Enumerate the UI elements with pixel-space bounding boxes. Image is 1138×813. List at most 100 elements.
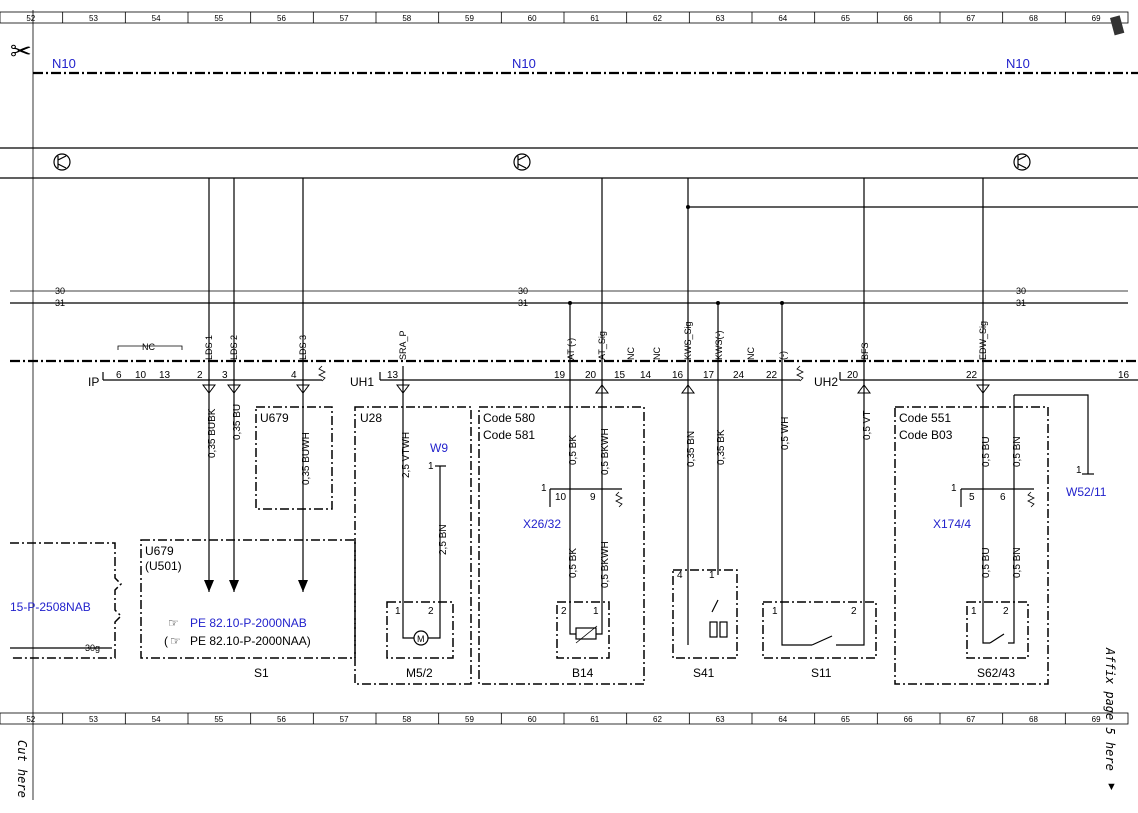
b14-sensor: 2 1 (556, 601, 610, 659)
svg-text:0,5 BN: 0,5 BN (1012, 547, 1023, 578)
n10-label-3: N10 (1006, 56, 1030, 71)
code-580-block (478, 406, 645, 685)
wire-labels: 0,35 BUBK 0,35 BU 0,35 BUWH 2,5 VTWH 2,5… (207, 404, 1023, 588)
u679-label: U679 (260, 411, 289, 425)
grid-column-label: 68 (1029, 715, 1038, 724)
grid-column-label: 52 (26, 14, 35, 23)
grid-column-label: 69 (1092, 715, 1101, 724)
svg-text:4: 4 (677, 570, 683, 581)
pin-label: NC (746, 347, 756, 360)
svg-text:0,5 BU: 0,5 BU (981, 547, 992, 578)
grid-column-label: 57 (340, 715, 349, 724)
grid-column-label: 58 (402, 14, 411, 23)
code-581-label: Code 581 (483, 428, 535, 442)
s1-title: U679 (145, 544, 174, 558)
pin-number: 17 (703, 370, 715, 381)
pin-number: 16 (672, 370, 684, 381)
grid-column-label: 54 (152, 715, 161, 724)
svg-text:1: 1 (951, 483, 957, 494)
svg-text:0,35 BUWH: 0,35 BUWH (301, 432, 312, 485)
s1-subtitle: (U501) (145, 559, 182, 573)
svg-text:0,5 BKWH: 0,5 BKWH (600, 428, 611, 475)
pin-label: AT (-) (566, 338, 576, 360)
pin-number: 13 (387, 370, 399, 381)
pin-number: 22 (766, 370, 778, 381)
s11-switch: 1 2 (762, 601, 877, 659)
svg-text:9: 9 (590, 492, 596, 503)
rail-31-label: 31 (55, 298, 65, 308)
reference-link-naa[interactable]: PE 82.10-P-2000NAA) (190, 634, 311, 648)
reference-paren: ( (164, 634, 168, 648)
component-s41: S41 (693, 666, 715, 680)
svg-text:0,35 BK: 0,35 BK (716, 429, 727, 465)
grid-column-label: 62 (653, 14, 662, 23)
pin-number: 2 (197, 370, 203, 381)
offpage-ref[interactable]: 15-P-2508NAB (10, 600, 91, 614)
pin-label: BFS (860, 342, 870, 360)
svg-text:1: 1 (772, 606, 778, 617)
x174-connector: 1 5 6 X174/4 (933, 483, 1035, 531)
page-corner-icon (1110, 15, 1125, 36)
svg-text:2,5 VTWH: 2,5 VTWH (401, 432, 412, 478)
pin-number: 24 (733, 370, 745, 381)
rail-30-label: 30 (55, 286, 65, 296)
m5-2-motor: 1 2 M (386, 601, 454, 659)
svg-text:1: 1 (395, 606, 401, 617)
connector-arrows (202, 384, 990, 592)
connector-uh2-label: UH2 (814, 375, 838, 389)
n10-label-2: N10 (512, 56, 536, 71)
rail-30-label: 30 (518, 286, 528, 296)
rail-30-label: 30 (1016, 286, 1026, 296)
s62-43-switch: 1 2 (966, 601, 1029, 659)
grid-column-label: 67 (966, 14, 975, 23)
svg-text:1: 1 (593, 606, 599, 617)
s41-switch: 4 1 (672, 569, 738, 659)
s1-block (140, 539, 356, 659)
svg-text:2: 2 (561, 606, 567, 617)
grid-column-label: 55 (214, 14, 223, 23)
grid-column-label: 54 (152, 14, 161, 23)
svg-text:0,5 VT: 0,5 VT (862, 411, 873, 440)
pin-number: 6 (116, 370, 122, 381)
svg-text:0,5 BKWH: 0,5 BKWH (600, 541, 611, 588)
nc-label: NC (142, 342, 155, 352)
code-580-label: Code 580 (483, 411, 535, 425)
u28-label: U28 (360, 411, 382, 425)
pin-label: NC (652, 347, 662, 360)
grid-column-label: 60 (528, 715, 537, 724)
grid-column-label: 68 (1029, 14, 1038, 23)
svg-text:0,5 WH: 0,5 WH (780, 417, 791, 450)
pin-number: 16 (1118, 370, 1130, 381)
vertical-wires (208, 178, 1094, 605)
svg-text:0,35 BUBK: 0,35 BUBK (207, 408, 218, 458)
component-s11: S11 (811, 666, 832, 680)
grid-column-label: 64 (778, 715, 787, 724)
grid-column-label: 59 (465, 715, 474, 724)
grid-column-label: 61 (590, 715, 599, 724)
component-s1: S1 (254, 666, 269, 680)
transistor-icon (1013, 153, 1031, 171)
connector-ip-label: IP (88, 375, 99, 389)
rail-31-label: 31 (1016, 298, 1026, 308)
svg-text:5: 5 (969, 492, 975, 503)
svg-text:1: 1 (541, 483, 547, 494)
u28-block (354, 406, 472, 685)
code-551-label: Code 551 (899, 411, 951, 425)
grid-column-label: 65 (841, 14, 850, 23)
pin-label: KWS(-) (714, 331, 724, 361)
pin-number: 22 (966, 370, 978, 381)
cut-here-label: Cut here (15, 740, 29, 798)
transistor-icon (53, 153, 71, 171)
x26-connector: 1 10 9 X26/32 (523, 483, 623, 531)
svg-text:10: 10 (555, 492, 567, 503)
grid-column-label: 61 (590, 14, 599, 23)
pin-number: 20 (847, 370, 859, 381)
grid-column-label: 69 (1092, 14, 1101, 23)
w9-ref: W9 (430, 441, 448, 455)
pin-number: 4 (291, 370, 297, 381)
grid-column-label: 55 (214, 715, 223, 724)
reference-link-nab[interactable]: PE 82.10-P-2000NAB (190, 616, 307, 630)
